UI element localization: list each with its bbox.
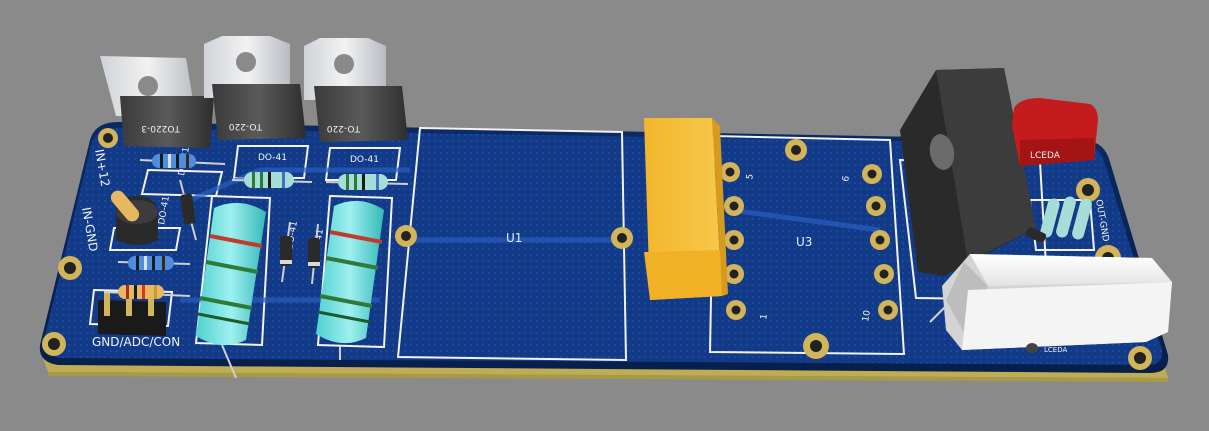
in-plus-label: IN+12 <box>92 148 112 188</box>
diode-d1 <box>179 179 197 241</box>
mounting-hole-u3-top <box>785 139 807 161</box>
resistor-right-2 <box>1056 196 1076 238</box>
mounting-hole-right <box>1076 178 1100 202</box>
to220-regulator-2: TO-220 <box>204 36 306 140</box>
u3-pin-10-label: 10 <box>861 309 873 322</box>
to220-3-label: TO-220 <box>326 123 361 133</box>
resistor-r2 <box>117 256 191 270</box>
power-resistor-1 <box>196 202 266 379</box>
to220-regulator-3: TO-220 <box>304 38 408 142</box>
u3-pin-5-label: 5 <box>745 173 756 180</box>
diode-label-2: DO-41 <box>350 155 379 165</box>
u3-pin-6-label: 6 <box>841 175 852 183</box>
mounting-hole-top-left <box>98 128 118 148</box>
mounting-hole-u1-right <box>611 227 633 249</box>
red-cap-label: LCEDA <box>1030 151 1061 161</box>
diode-d2 <box>280 221 292 283</box>
diode-d3 <box>308 223 320 285</box>
resistor-right-3 <box>1072 198 1092 240</box>
resistor-small-tan <box>110 190 140 222</box>
relay-label: LCEDA <box>1044 346 1067 354</box>
to220-2-label: TO-220 <box>228 121 263 131</box>
resistor-right-1 <box>1040 198 1060 238</box>
resistor-r1 <box>139 154 226 168</box>
diode-right <box>1025 227 1047 243</box>
u3-ref: U3 <box>796 235 812 249</box>
white-relay: LCEDA <box>929 254 1172 354</box>
power-resistor-2 <box>316 200 384 360</box>
mounting-hole-bottom-left <box>42 332 66 356</box>
u3-pin-pads <box>720 162 898 320</box>
red-capacitor: LCEDA <box>1012 98 1098 166</box>
diode-label-1: DO-41 <box>258 153 287 163</box>
resistor-r3 <box>103 285 191 299</box>
mounting-hole-bottom-right <box>1128 346 1152 370</box>
to220-regulator-1: TO220-3 <box>100 56 214 148</box>
u1-ref: U1 <box>506 231 522 245</box>
pin-header <box>98 292 166 336</box>
bridge-rectifier <box>900 68 1036 276</box>
connector-label: GND/ADC/CON <box>92 335 180 349</box>
resistor-r4 <box>231 172 313 188</box>
mounting-hole-u3-bottom <box>803 333 829 359</box>
to220-1-label: TO220-3 <box>141 123 181 133</box>
diode-label-6: DO-41 <box>157 195 172 225</box>
mounting-holes <box>42 128 1152 370</box>
mounting-hole-u1-left <box>395 225 417 247</box>
resistor-r5 <box>325 174 409 190</box>
yellow-film-capacitor <box>644 118 728 300</box>
mounting-hole-left <box>58 256 82 280</box>
u3-pin-1-label: 1 <box>759 313 770 320</box>
